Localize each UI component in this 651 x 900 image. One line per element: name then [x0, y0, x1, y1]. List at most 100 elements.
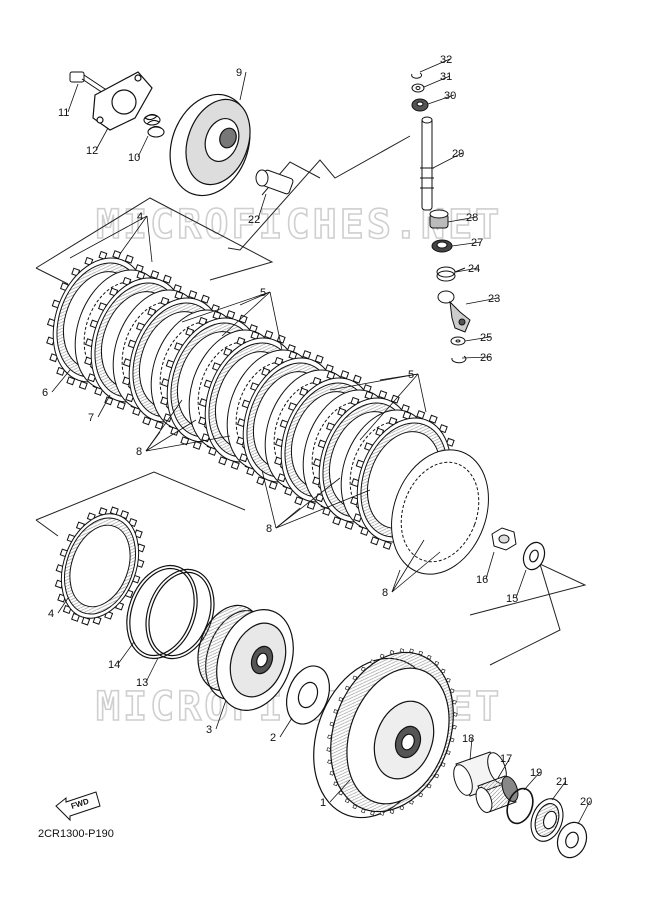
leader-line-4a-1 — [69, 215, 148, 259]
push-lever-shaft-29-part — [420, 116, 434, 211]
leader-line-8a-2 — [145, 399, 183, 452]
leader-line-2 — [279, 717, 293, 738]
friction-plate-4-lower — [54, 506, 146, 626]
callout-17: 17 — [500, 753, 512, 765]
callout-25: 25 — [480, 332, 492, 344]
callout-10: 10 — [128, 152, 140, 164]
housing-gear-tooth — [333, 709, 338, 714]
oil-seal-30-part — [411, 98, 429, 112]
callout-3: 3 — [206, 724, 212, 736]
circlip-19-part — [506, 787, 534, 825]
leader-line-8c-0 — [391, 539, 425, 593]
leader-line-8b-2 — [275, 489, 371, 529]
housing-gear-tooth — [452, 724, 457, 730]
housing-gear-tooth — [326, 747, 332, 752]
plain-plate-final — [391, 449, 489, 575]
housing-gear-tooth — [379, 811, 385, 816]
callout-27: 27 — [471, 237, 483, 249]
leader-line-16 — [485, 551, 495, 580]
leader-line-8b-1 — [275, 477, 341, 529]
leader-line-23 — [465, 297, 499, 305]
housing-gear-tooth — [329, 721, 335, 727]
housing-gear-tooth — [333, 781, 338, 787]
leader-line-12 — [95, 127, 109, 151]
gear-21-part — [530, 798, 564, 842]
callout-7: 7 — [88, 412, 94, 424]
diagram-reference-code: 2CR1300-P190 — [38, 828, 114, 840]
leader-line-19 — [523, 771, 541, 791]
leader-line-5a-0 — [181, 291, 271, 323]
leader-line-28 — [447, 216, 477, 223]
callout-2: 2 — [270, 732, 276, 744]
clutch-housing-1-part — [313, 648, 458, 819]
circlip-26-part — [451, 355, 467, 364]
callout-20: 20 — [580, 796, 592, 808]
callout-24: 24 — [468, 263, 480, 275]
housing-gear-tooth — [449, 737, 455, 743]
leader-line-8c — [391, 569, 401, 593]
housing-gear-tooth — [434, 773, 440, 779]
callout-8b: 8 — [266, 523, 272, 535]
oil-seal-27-part — [431, 239, 453, 253]
leader-line-25 — [464, 336, 491, 342]
callout-6: 6 — [42, 387, 48, 399]
leader-line-32 — [419, 58, 451, 73]
leader-line-3 — [215, 699, 227, 730]
callout-5a: 5 — [260, 287, 266, 299]
callout-29: 29 — [452, 148, 464, 160]
friction-plate-4-lower-part — [54, 506, 146, 626]
callout-31: 31 — [440, 71, 452, 83]
spring-24-part — [436, 266, 466, 282]
leader-line-4a-0 — [146, 215, 153, 263]
leader-line-1 — [329, 779, 351, 803]
callout-12: 12 — [86, 145, 98, 157]
leader-line-5a-2 — [269, 291, 283, 351]
clutch-plate-stack — [46, 250, 489, 575]
housing-gear-tooth — [418, 650, 424, 656]
housing-gear-tooth — [426, 654, 432, 660]
leader-line-14 — [117, 641, 135, 665]
leader-line-21 — [551, 780, 567, 801]
leader-line-10 — [137, 135, 149, 158]
leader-line-13 — [145, 657, 159, 683]
leader-line-4b — [57, 597, 69, 614]
housing-gear-tooth — [434, 660, 440, 666]
leader-line-27 — [451, 241, 482, 247]
callout-8c: 8 — [382, 587, 388, 599]
housing-gear-tooth — [409, 648, 414, 654]
leader-line-11 — [67, 83, 79, 113]
housing-gear-tooth — [329, 770, 335, 776]
housing-gear-tooth — [418, 792, 424, 798]
housing-gear-tooth — [379, 653, 385, 659]
housing-gear-tooth — [409, 800, 414, 805]
leader-line-4a — [119, 215, 148, 255]
housing-gear-tooth — [352, 804, 358, 810]
circlip-32-part — [411, 72, 423, 79]
clutch-spring-10-part — [143, 113, 165, 138]
bearing-28-part — [429, 209, 449, 229]
leader-line-8c-1 — [391, 551, 441, 593]
housing-gear-tooth — [370, 659, 375, 664]
leader-line-5b-0 — [329, 373, 419, 391]
callout-26: 26 — [480, 352, 492, 364]
callout-8a: 8 — [136, 446, 142, 458]
push-rod-22-part — [255, 169, 294, 195]
callout-23: 23 — [488, 293, 500, 305]
callout-19: 19 — [530, 767, 542, 779]
housing-gear-tooth — [327, 759, 332, 765]
leader-line-9 — [239, 71, 247, 101]
washer-15-part — [522, 541, 546, 571]
washer-20-part — [556, 821, 588, 859]
washer-25-part — [450, 336, 466, 346]
callout-14: 14 — [108, 659, 120, 671]
callout-32: 32 — [440, 54, 452, 66]
leader-line-30 — [427, 94, 455, 105]
callout-16: 16 — [476, 574, 488, 586]
washer-31-part — [411, 83, 425, 93]
housing-gear-tooth — [440, 762, 446, 767]
nut-16-part — [491, 527, 517, 551]
housing-gear-tooth — [338, 697, 344, 702]
leader-line-5b-1 — [417, 373, 427, 413]
callout-4b: 4 — [48, 608, 54, 620]
